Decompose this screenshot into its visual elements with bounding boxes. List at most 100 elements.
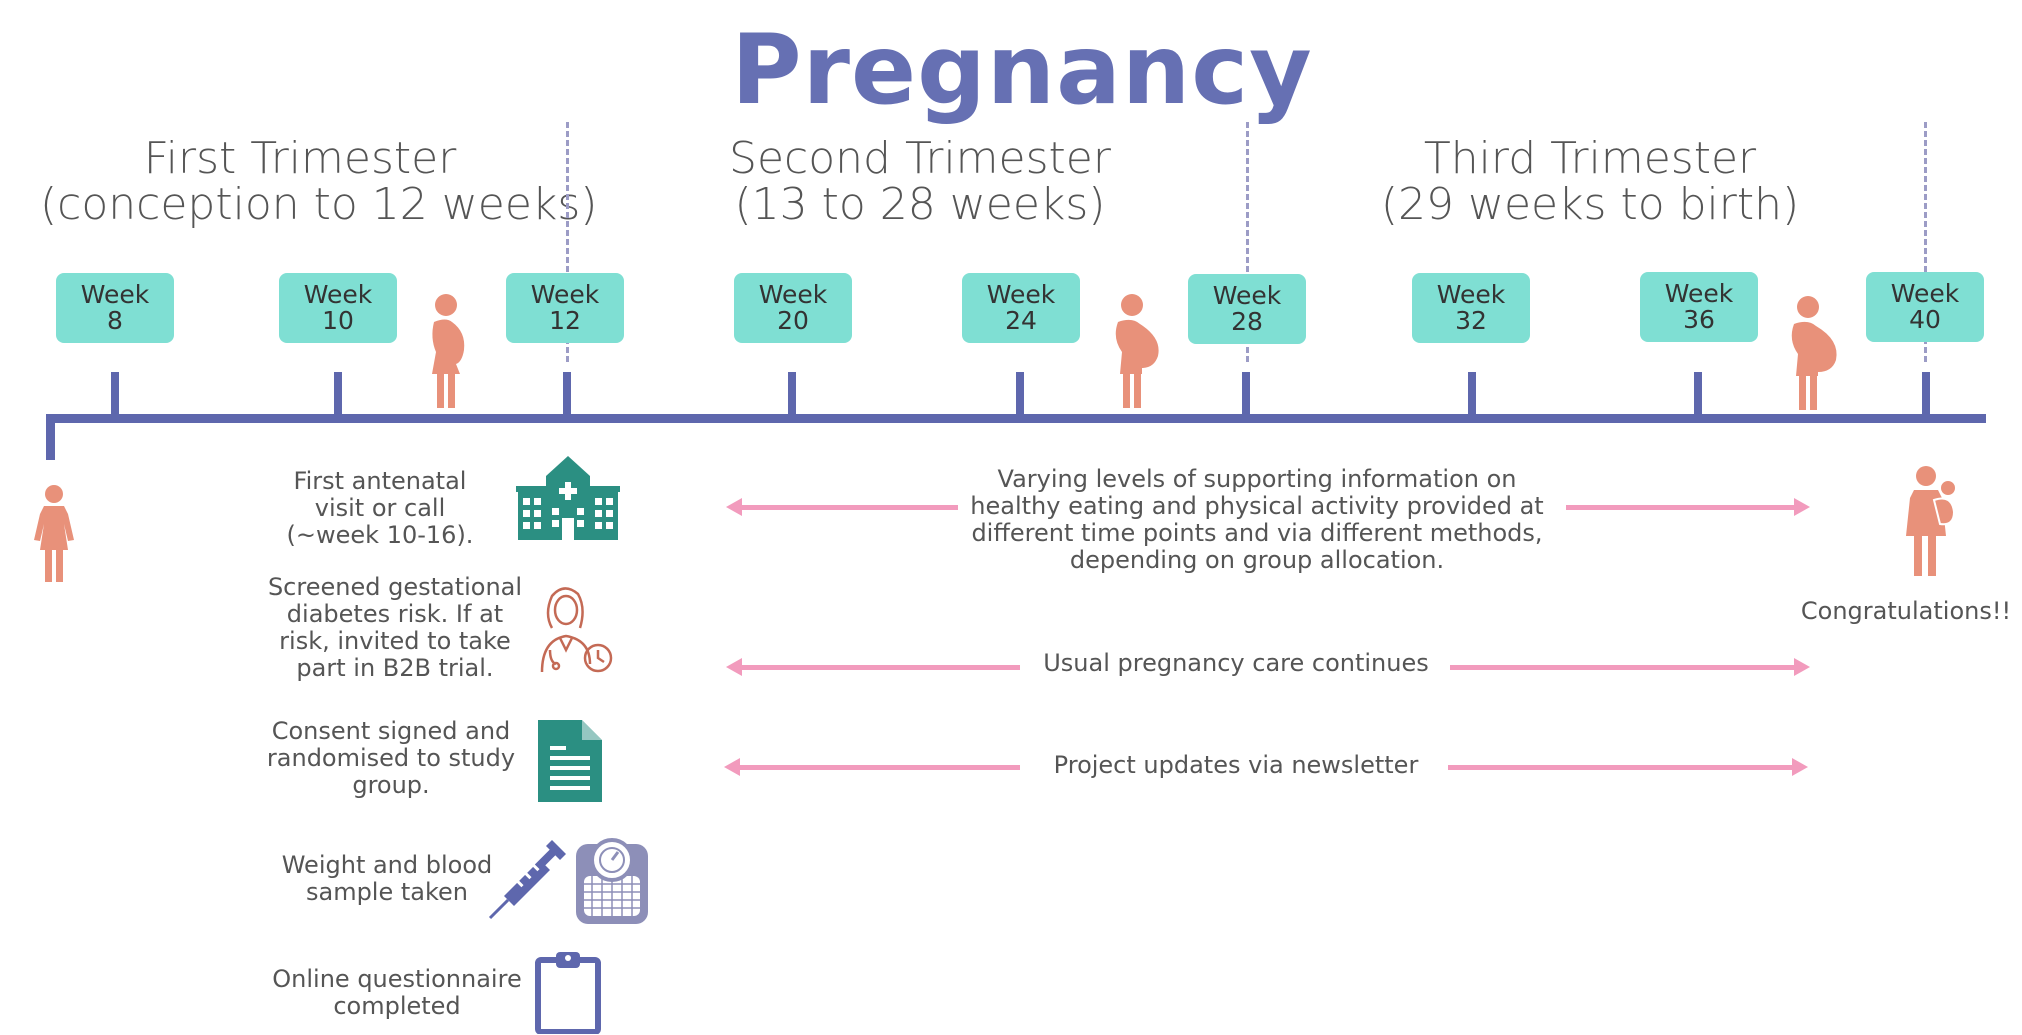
week-tick (1242, 372, 1250, 418)
step-line: group. (352, 771, 430, 799)
week-label: Week (1890, 279, 1960, 308)
week-tick (563, 372, 571, 418)
arrow-right-head (1794, 658, 1810, 676)
pregnant-woman-icon (1791, 296, 1837, 410)
arrow-right-head (1792, 758, 1808, 776)
step-weight-blood-text: Weight and blood sample taken (262, 852, 512, 906)
week-tick (1922, 372, 1930, 418)
trimester-third-name: Third Trimester (1423, 133, 1757, 184)
week-number: 20 (777, 306, 809, 335)
trimester-divider (1924, 122, 1927, 362)
trimester-second-name: Second Trimester (729, 133, 1111, 184)
document-icon (538, 720, 602, 802)
congratulations-text: Congratulations!! (1800, 597, 2012, 625)
week-tick (1468, 372, 1476, 418)
usual-care-text: Usual pregnancy care continues (1026, 650, 1446, 677)
week-label: Week (530, 280, 600, 309)
step-line: sample taken (305, 878, 469, 906)
step-line: randomised to study (266, 744, 516, 772)
arrow-line (738, 665, 1020, 670)
week-label: Week (1664, 279, 1734, 308)
trimester-first: First Trimester (conception to 12 weeks) (40, 133, 598, 230)
clipboard-icon (535, 952, 601, 1034)
ongoing-line: depending on group allocation. (1069, 546, 1445, 574)
woman-icon (34, 485, 74, 582)
scale-icon (576, 838, 648, 924)
arrow-line (1566, 505, 1796, 510)
trimester-third: Third Trimester (29 weeks to birth) (1380, 136, 1800, 228)
week-label: Week (1436, 280, 1506, 309)
step-questionnaire-text: Online questionnaire completed (262, 966, 532, 1020)
week-number: 40 (1909, 305, 1941, 334)
step-line: Screened gestational (267, 573, 523, 601)
ongoing-line: Project updates via newsletter (1053, 751, 1419, 779)
week-tick (334, 372, 342, 418)
timeline-axis (46, 414, 1986, 423)
trimester-second-range: (13 to 28 weeks) (734, 179, 1106, 230)
step-line: (~week 10-16). (286, 521, 474, 549)
week-tick (1016, 372, 1024, 418)
step-line: visit or call (314, 494, 446, 522)
week-tick (111, 372, 119, 418)
doctor-clock-icon (540, 587, 613, 673)
week-number: 8 (107, 306, 123, 335)
step-consent-text: Consent signed and randomised to study g… (256, 718, 526, 799)
ongoing-line: Varying levels of supporting information… (997, 465, 1517, 493)
ongoing-support-text: Varying levels of supporting information… (962, 466, 1552, 574)
arrow-line (738, 505, 958, 510)
timeline-start-marker (46, 414, 55, 460)
trimester-divider (1246, 122, 1249, 362)
pregnant-woman-icon (432, 294, 465, 408)
pregnant-woman-icon (1115, 294, 1159, 408)
trimester-second: Second Trimester (13 to 28 weeks) (700, 136, 1140, 228)
week-label: Week (80, 280, 150, 309)
step-line: part in B2B trial. (296, 654, 494, 682)
step-line: Online questionnaire (272, 965, 522, 993)
hospital-icon (516, 456, 620, 540)
week-tick (788, 372, 796, 418)
week-number: 28 (1231, 307, 1263, 336)
trimester-first-name: First Trimester (143, 133, 457, 184)
arrow-line (1450, 665, 1796, 670)
ongoing-line: Usual pregnancy care continues (1043, 649, 1429, 677)
newsletter-text: Project updates via newsletter (1026, 752, 1446, 779)
mother-baby-icon (1906, 466, 1957, 576)
trimester-divider (566, 122, 569, 362)
arrow-line (1448, 765, 1794, 770)
week-number: 32 (1455, 306, 1487, 335)
step-antenatal-text: First antenatal visit or call (~week 10-… (270, 468, 490, 549)
week-number: 36 (1683, 305, 1715, 334)
trimester-first-range: (conception to 12 weeks) (40, 179, 598, 230)
syringe-icon (488, 840, 566, 920)
step-line: First antenatal (293, 467, 467, 495)
step-line: completed (333, 992, 461, 1020)
step-line: Consent signed and (271, 717, 511, 745)
week-label: Week (303, 280, 373, 309)
page-title: Pregnancy (731, 14, 1313, 126)
arrow-left-head (726, 498, 742, 516)
arrow-left-head (726, 658, 742, 676)
step-line: risk, invited to take (279, 627, 511, 655)
week-number: 10 (322, 306, 354, 335)
step-line: diabetes risk. If at (286, 600, 504, 628)
trimester-third-range: (29 weeks to birth) (1380, 179, 1800, 230)
step-line: Weight and blood (281, 851, 493, 879)
ongoing-line: healthy eating and physical activity pro… (970, 492, 1544, 520)
arrow-line (736, 765, 1020, 770)
arrow-left-head (724, 758, 740, 776)
week-tick (1694, 372, 1702, 418)
week-label: Week (758, 280, 828, 309)
week-number: 24 (1005, 306, 1037, 335)
ongoing-line: different time points and via different … (971, 519, 1543, 547)
step-screening-text: Screened gestational diabetes risk. If a… (250, 574, 540, 682)
week-number: 12 (549, 306, 581, 335)
